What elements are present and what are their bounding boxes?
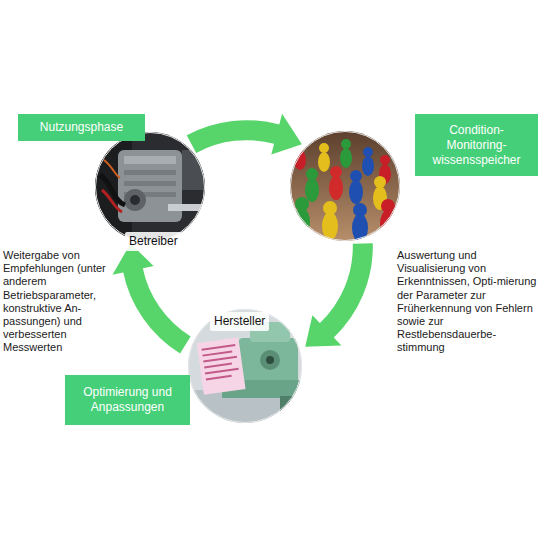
- phase-circle: NutzungsphaseBetreiber: [95, 132, 205, 242]
- phase-heading: Nutzungsphase: [18, 114, 145, 141]
- phase-circle: Condition-Monitoring-wissensspeicher: [290, 131, 400, 241]
- arrow-head: [305, 315, 341, 346]
- phase-heading: Optimierung und Anpassungen: [65, 375, 190, 425]
- pawns-photo: [288, 129, 402, 243]
- operator-photo: [90, 128, 210, 248]
- arrow-description: Auswertung und Visualisierung von Erkenn…: [397, 249, 537, 355]
- arrow-shaft: [191, 130, 277, 144]
- role-label: Betreiber: [125, 232, 182, 251]
- manufacturer-photo: [186, 307, 304, 430]
- circle-outline: [290, 131, 400, 241]
- cycle-arrow: [112, 243, 185, 345]
- arrow-head: [271, 114, 302, 155]
- phase-heading: Condition-Monitoring-wissensspeicher: [415, 114, 538, 176]
- role-label: Hersteller: [210, 312, 269, 331]
- phase-circle: HerstellerOptimierung und Anpassungen: [188, 309, 302, 423]
- arrow-shaft: [326, 243, 363, 331]
- circle-border: [291, 132, 400, 241]
- circle-border: [96, 133, 205, 242]
- circle-border: [189, 310, 302, 423]
- cycle-arrow: [191, 114, 301, 155]
- cycle-arrow: [305, 243, 363, 346]
- circle-outline: [95, 132, 205, 242]
- arrow-shaft: [133, 269, 186, 345]
- arrow-description: Weitergabe von Empfehlungen (unter ander…: [3, 249, 123, 355]
